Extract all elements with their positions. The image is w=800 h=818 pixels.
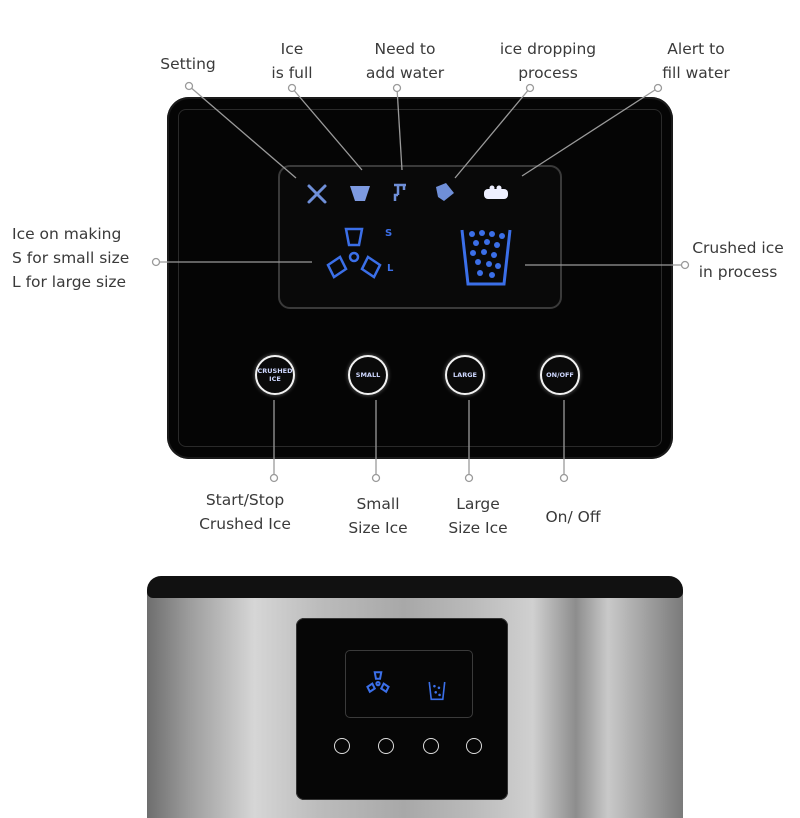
label-crushed-process: Crushed ice in process: [692, 239, 784, 281]
machine-ice-making-icon: [366, 671, 390, 694]
ice-making-icon: [326, 227, 382, 279]
ice-dropping-icon: [436, 183, 454, 201]
machine-onoff-button[interactable]: [466, 738, 482, 754]
machine-display: [345, 650, 473, 718]
label-setting: Setting: [160, 55, 216, 73]
ice-full-icon: [350, 186, 370, 201]
machine-large-button[interactable]: [423, 738, 439, 754]
label-ice-making: Ice on making S for small size L for lar…: [12, 225, 130, 291]
size-l-indicator: L: [387, 263, 394, 274]
ice-maker-lid: [147, 576, 683, 598]
machine-cup-icon: [428, 681, 446, 701]
crushed-ice-button[interactable]: CRUSHED ICE: [255, 355, 295, 395]
on-off-button[interactable]: ON/OFF: [540, 355, 580, 395]
crushed-ice-cup-icon: [460, 229, 512, 286]
label-need-water: Need to add water: [365, 40, 445, 82]
label-ice-dropping: ice dropping process: [499, 40, 597, 82]
machine-small-button[interactable]: [378, 738, 394, 754]
label-start-stop: Start/Stop Crushed Ice: [199, 491, 291, 533]
fill-water-alert-icon: [484, 185, 508, 199]
label-alert-fill: Alert to fill water: [662, 40, 730, 82]
machine-crushed-button[interactable]: [334, 738, 350, 754]
label-small-size: Small Size Ice: [348, 495, 408, 537]
size-s-indicator: S: [385, 228, 393, 239]
label-large-size: Large Size Ice: [448, 495, 508, 537]
label-ice-full: Ice is full: [271, 40, 313, 82]
water-tap-icon: [393, 183, 406, 201]
small-button[interactable]: SMALL: [348, 355, 388, 395]
large-button[interactable]: LARGE: [445, 355, 485, 395]
label-on-off: On/ Off: [545, 508, 601, 526]
settings-icon: [307, 184, 327, 204]
led-display: [278, 165, 562, 309]
